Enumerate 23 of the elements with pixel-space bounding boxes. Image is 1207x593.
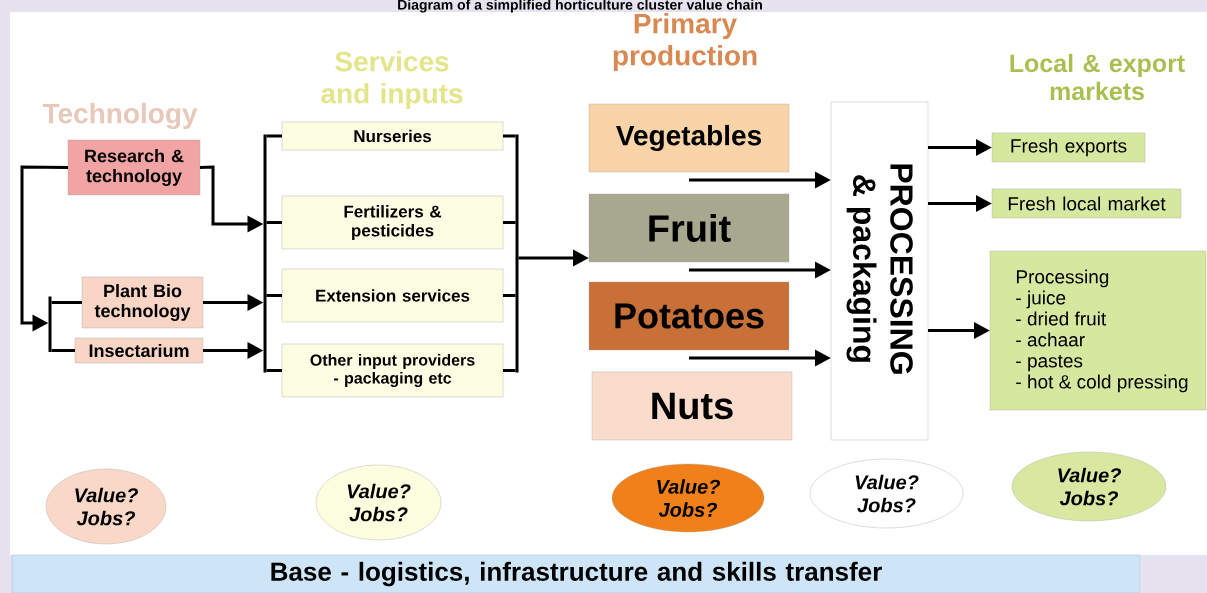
- base-banner: Base - logistics, infrastructure and skills transfer: [11, 554, 1141, 593]
- service-box: Other input providers - packaging etc: [281, 343, 504, 398]
- market-box: Fresh local market: [991, 188, 1182, 219]
- service-box: Fertilizers & pesticides: [281, 195, 504, 250]
- product-box: Fruit: [588, 193, 790, 263]
- service-box: Extension services: [281, 268, 504, 323]
- market-box: Fresh exports: [991, 132, 1146, 163]
- bus-bar: [515, 134, 519, 373]
- technology-box: Research & technology: [67, 139, 201, 196]
- market-box: Processing - juice - dried fruit - achaar - pastes - hot & cold pressing: [989, 250, 1207, 411]
- heading: Local & export markets: [1010, 53, 1185, 101]
- service-box: Nurseries: [281, 121, 504, 151]
- bus-bar: [48, 296, 52, 352]
- product-box: Vegetables: [588, 103, 790, 173]
- heading: Services and inputs: [321, 50, 463, 110]
- technology-box: Insectarium: [74, 337, 204, 364]
- product-box: Potatoes: [588, 281, 790, 351]
- heading: Technology: [42, 102, 198, 130]
- product-box: Nuts: [591, 371, 793, 441]
- processing-box: PROCESSING & packaging: [830, 101, 929, 441]
- heading: Primary production: [613, 12, 757, 72]
- technology-box: Plant Bio technology: [81, 276, 204, 329]
- title: Diagram of a simplified horticulture cluster value chain: [398, 0, 762, 13]
